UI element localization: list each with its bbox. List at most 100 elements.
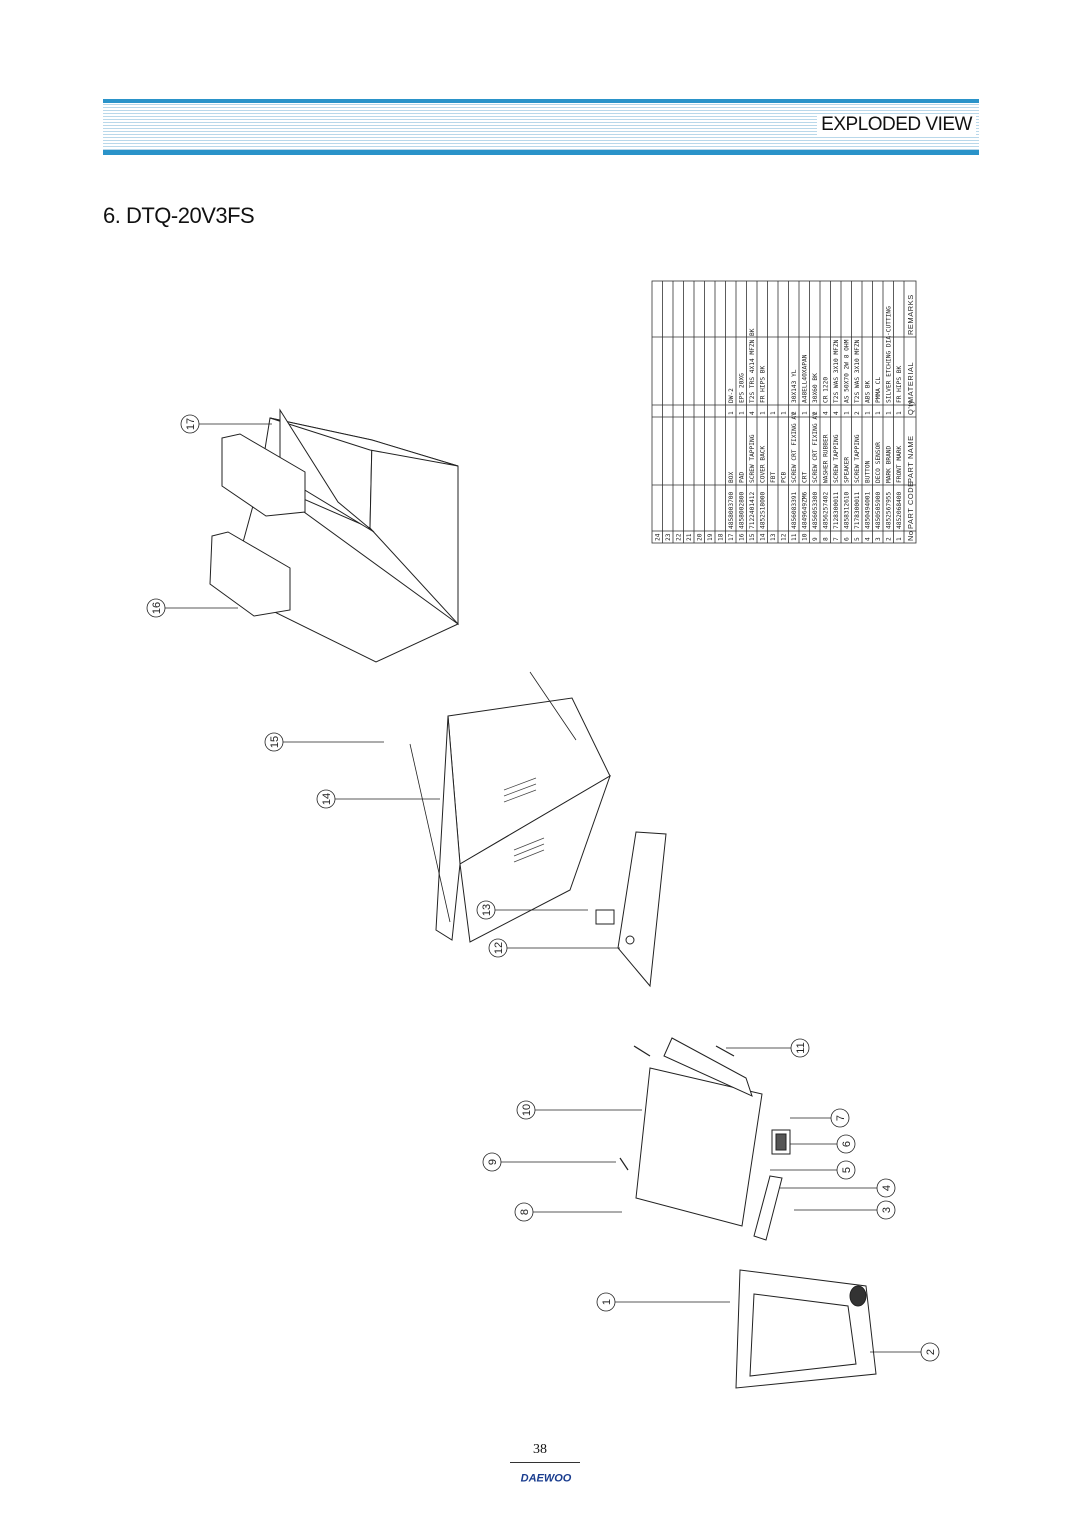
bom-cell-qty: 1: [802, 411, 809, 415]
bom-header-remarks: REMARKS: [906, 294, 915, 335]
callout-circle-17: [180, 414, 200, 434]
bom-cell-code: 4849649ZM6: [802, 491, 809, 529]
callout-3: 3: [881, 1207, 893, 1213]
bom-cell-qty: 2: [812, 411, 819, 415]
bom-cell-no: 23: [665, 533, 672, 541]
bom-cell-material: CR 1220: [823, 377, 830, 403]
bom-cell-no: 18: [718, 533, 725, 541]
box-illustration: [229, 408, 459, 663]
bom-cell-qty: 4: [749, 411, 756, 415]
bom-header-no: No: [906, 530, 915, 541]
callout-2: 2: [925, 1349, 937, 1355]
callout-circle-13: [476, 900, 496, 920]
callout-14: 14: [321, 793, 333, 805]
callout-circle-6: [836, 1134, 856, 1154]
bom-cell-no: 9: [812, 537, 819, 541]
header-band-bottom: [103, 150, 979, 155]
callout-16: 16: [151, 602, 163, 614]
bom-cell-no: 4: [865, 537, 872, 541]
bom-cell-qty: 1: [728, 411, 735, 415]
bom-cell-no: 16: [739, 533, 746, 541]
bom-cell-material: T2S WAS 3X10 MFZN: [854, 339, 861, 403]
bom-cell-no: 5: [854, 537, 861, 541]
bom-cell-no: 15: [749, 533, 756, 541]
bom-cell-code: 4852068400: [896, 491, 903, 529]
bom-cell-qty: 1: [886, 411, 893, 415]
bom-cell-name: MARK BRAND: [886, 445, 893, 483]
button-illustration: [753, 1175, 783, 1241]
bom-cell-no: 11: [791, 533, 798, 541]
bom-cell-material: 30X60 BK: [812, 373, 819, 403]
bom-border: [651, 280, 917, 544]
bom-cell-material: EPS 20XG: [739, 373, 746, 403]
callout-circle-4: [876, 1178, 896, 1198]
bom-cell-no: 14: [760, 533, 767, 541]
callout-13: 13: [481, 904, 493, 916]
bom-cell-qty: 4: [823, 411, 830, 415]
callout-11: 11: [795, 1042, 807, 1053]
bom-cell-material: SILVER ETCHING DIA-CUTTING: [886, 306, 893, 403]
bom-cell-name: SCREW CRT FIXING AY: [791, 412, 798, 483]
bom-cell-name: DECO SENSOR: [875, 442, 882, 483]
callout-circle-5: [836, 1160, 856, 1180]
bom-header-name: PART NAME: [906, 435, 915, 483]
callout-1: 1: [601, 1299, 613, 1305]
daewoo-logo: DAEWOO: [521, 1473, 572, 1485]
bom-cell-name: PCB: [781, 472, 788, 483]
bom-cell-code: 4858312610: [844, 491, 851, 529]
bom-cell-no: 24: [655, 533, 662, 541]
callout-10: 10: [521, 1104, 533, 1116]
model-title: 6. DTQ-20V3FS: [103, 203, 255, 228]
bom-cell-qty: 2: [791, 411, 798, 415]
section-title: EXPLODED VIEW: [817, 114, 976, 136]
bom-cell-code: 7122401412: [749, 491, 756, 529]
back-cover-illustration: [435, 697, 611, 943]
bom-cell-code: 7128300011: [833, 491, 840, 529]
pad-illustration: [209, 433, 306, 617]
bom-cell-material: DW-2: [728, 388, 735, 403]
bom-cell-no: 8: [823, 537, 830, 541]
bom-cell-name: SCREW TAPPING: [854, 434, 861, 483]
callout-7: 7: [835, 1115, 847, 1121]
logo-text: DAEWOO: [521, 1473, 572, 1485]
bom-cell-code: 4856257402: [823, 491, 830, 529]
bom-cell-material: 30X143 YL: [791, 369, 798, 403]
bom-cell-name: FBT: [770, 472, 777, 483]
callout-circle-11: [790, 1038, 810, 1058]
bom-cell-name: CRT: [802, 472, 809, 483]
callout-circle-14: [316, 789, 336, 809]
crt-screw-illustration: [619, 1045, 735, 1171]
bom-header-qty: Q'ty: [906, 400, 915, 415]
speaker-illustration: [771, 1129, 791, 1155]
callout-5: 5: [841, 1167, 853, 1173]
callout-circle-15: [264, 732, 284, 752]
page-number: 38: [533, 1442, 547, 1457]
bom-cell-name: COVER BACK: [760, 445, 767, 483]
bom-cell-no: 19: [707, 533, 714, 541]
bom-cell-code: 4852567955: [886, 491, 893, 529]
bom-cell-qty: 1: [865, 411, 872, 415]
callout-circle-8: [514, 1202, 534, 1222]
bom-cell-no: 3: [875, 537, 882, 541]
bom-cell-name: FRONT MARK: [896, 445, 903, 483]
front-cabinet-illustration: [735, 1269, 877, 1389]
crt-illustration: [635, 1037, 763, 1227]
callout-circle-3: [876, 1200, 896, 1220]
bom-cell-code: 7178300011: [854, 491, 861, 529]
bom-cell-name: SCREW CRT FIXING AY: [812, 412, 819, 483]
bom-cell-no: 10: [802, 533, 809, 541]
callout-circle-16: [146, 598, 166, 618]
bom-cell-name: PAD: [739, 472, 746, 483]
bom-cell-no: 7: [833, 537, 840, 541]
bom-header-code: PART CODE: [906, 481, 915, 529]
bom-cell-code: 4852S18000: [760, 491, 767, 529]
bom-cell-qty: 1: [770, 411, 777, 415]
callout-circle-10: [516, 1100, 536, 1120]
bom-cell-qty: 1: [896, 411, 903, 415]
bom-cell-material: ABS BK: [865, 380, 872, 403]
bom-cell-qty: 1: [760, 411, 767, 415]
pcb-illustration: [595, 831, 667, 988]
bom-cell-material: T2S TRS 4X14 MFZN BK: [749, 328, 756, 403]
bom-cell-qty: 1: [875, 411, 882, 415]
